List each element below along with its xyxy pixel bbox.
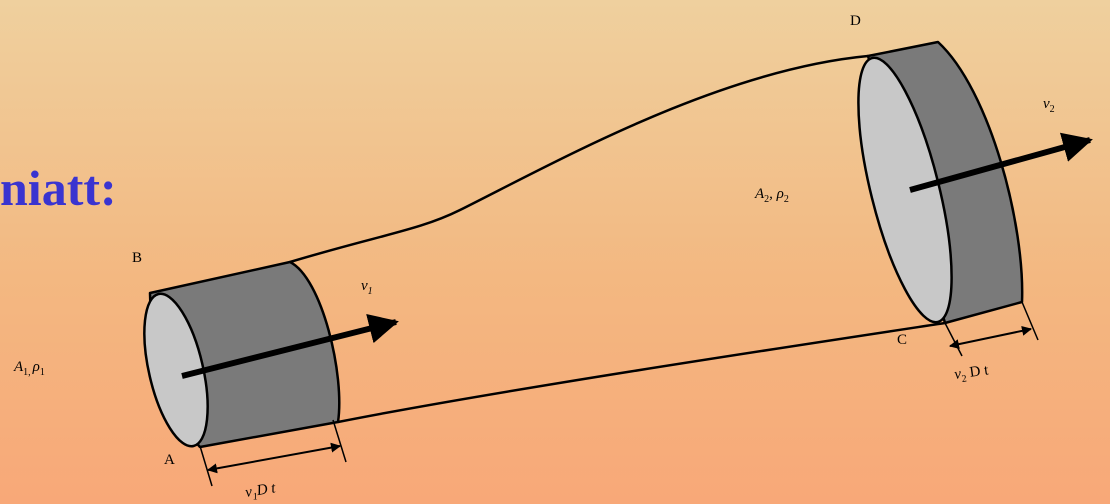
label-displacement-1-rest: D t <box>255 480 278 499</box>
label-area-2-sub: 2 <box>764 194 769 205</box>
label-area-density-2: A2, ρ2 <box>754 186 789 205</box>
velocity-1-arrow <box>181 314 399 379</box>
dimension-tick-right-a <box>944 322 963 357</box>
tube-upper-edge <box>289 54 869 264</box>
label-velocity-2-v: v <box>1043 96 1050 112</box>
label-displacement-1-sub: 1 <box>252 491 259 503</box>
label-displacement-2-v: v <box>953 366 962 383</box>
slide-title: niatt: <box>0 160 117 216</box>
label-displacement-2: v2 D t <box>953 362 990 386</box>
velocity-2-arrow <box>909 132 1093 193</box>
label-corner-c: C <box>897 332 907 348</box>
label-velocity-2-sub: 2 <box>1050 104 1055 115</box>
label-corner-b: B <box>132 250 142 266</box>
inlet-cylinder-face <box>143 292 209 448</box>
dimension-tick-right-b <box>1021 301 1039 341</box>
dimension-tick-left-b <box>332 419 347 463</box>
label-area-density-1: A1,ρ1 <box>13 359 45 378</box>
label-velocity-2: v2 <box>1043 96 1055 115</box>
label-density-1: ρ <box>32 359 40 375</box>
inlet-cylinder <box>143 260 341 449</box>
label-density-1-sub: 1 <box>40 367 45 378</box>
displacement-1-arrow <box>207 442 341 474</box>
label-area-1: A <box>13 359 24 375</box>
dimension-tick-left-a <box>199 445 213 487</box>
tube-lower-edge <box>337 321 946 424</box>
label-displacement-1: v1D t <box>244 480 278 504</box>
label-displacement-2-rest: D t <box>965 362 990 381</box>
displacement-2-arrow <box>949 325 1032 350</box>
label-density-2: , ρ <box>769 186 784 202</box>
label-area-2: A <box>754 186 765 202</box>
label-velocity-1-sub: 1 <box>368 286 373 297</box>
label-velocity-1-v: v <box>361 278 368 294</box>
label-displacement-1-v: v <box>244 484 253 501</box>
label-velocity-1: v1 <box>361 278 373 297</box>
label-displacement-2-sub: 2 <box>961 373 967 385</box>
label-area-1-sub: 1, <box>23 367 31 378</box>
label-corner-d: D <box>850 13 861 29</box>
label-density-2-sub: 2 <box>784 194 789 205</box>
label-corner-a: A <box>164 452 175 468</box>
